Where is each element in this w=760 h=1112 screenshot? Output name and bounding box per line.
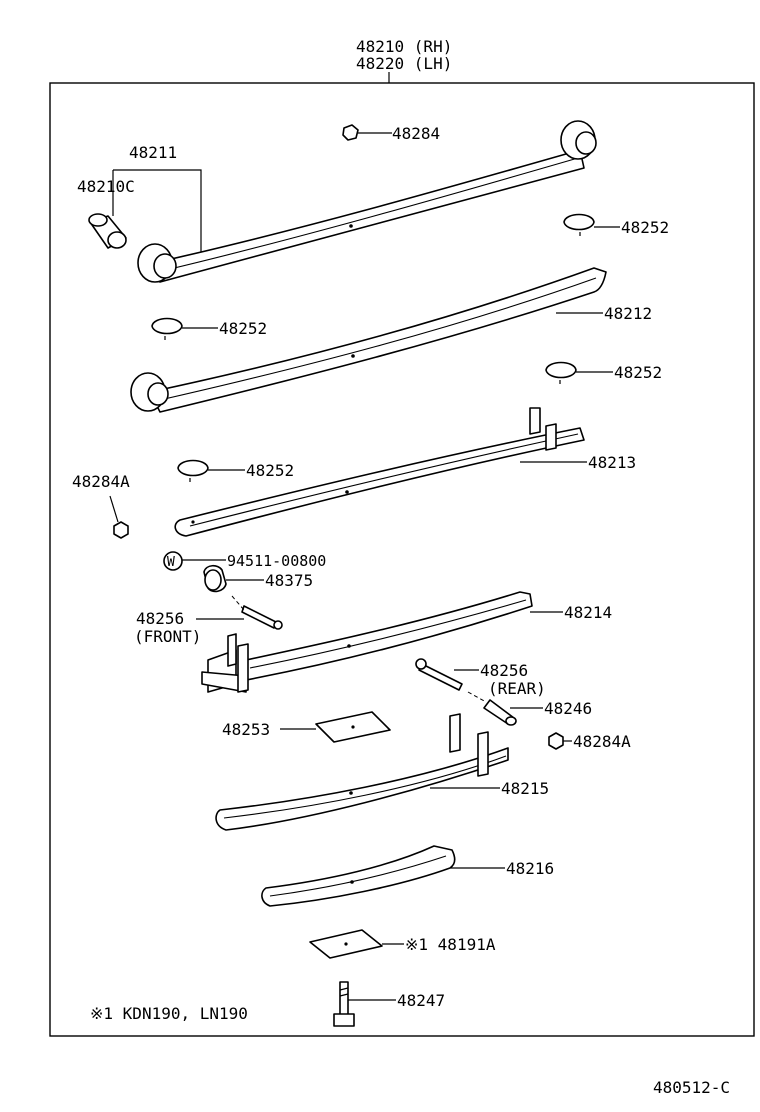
- plate-48253: [315, 711, 391, 743]
- bushing-48375: [203, 564, 227, 593]
- label-48214: 48214: [564, 603, 612, 622]
- assembly-frame: [49, 82, 755, 1037]
- label-48246: 48246: [544, 699, 592, 718]
- label-48212: 48212: [604, 304, 652, 323]
- diagram-code: 480512-C: [653, 1078, 730, 1097]
- leaf-48213: [174, 407, 585, 537]
- label-rear-note: (REAR): [488, 679, 546, 698]
- washer-mark: W: [167, 555, 175, 570]
- center-bolt-48247: [333, 981, 355, 1027]
- bolt-48256-rear: [415, 658, 463, 691]
- assembly-part-lh-label: 48220 (LH): [356, 54, 452, 73]
- label-48247: 48247: [397, 991, 445, 1010]
- label-front-note: (FRONT): [134, 627, 201, 646]
- clip-pad-48252-d: [177, 459, 209, 482]
- leaf-48212: [130, 267, 607, 413]
- label-48252-a: 48252: [621, 218, 669, 237]
- label-48375: 48375: [265, 571, 313, 590]
- assembly-dash-front: [231, 595, 245, 611]
- label-48252-d: 48252: [246, 461, 294, 480]
- clip-pad-48252-c: [545, 361, 577, 384]
- label-48210c: 48210C: [77, 177, 135, 196]
- label-48252-c: 48252: [614, 363, 662, 382]
- assembly-dash-rear: [467, 691, 487, 703]
- assembly-part-rh-label: 48210 (RH): [356, 37, 452, 56]
- label-48284a-right: 48284A: [573, 732, 631, 751]
- nut-48284: [342, 124, 359, 141]
- washer-94511-00800: W: [163, 551, 183, 571]
- label-48215: 48215: [501, 779, 549, 798]
- label-48256-front: 48256: [136, 609, 184, 628]
- leaf-48216: [261, 845, 456, 907]
- bushing-48210c: [88, 213, 127, 249]
- leaf-48215: [215, 713, 509, 831]
- label-48252-b: 48252: [219, 319, 267, 338]
- label-94511-00800: 94511-00800: [227, 552, 326, 570]
- label-48191a: ※1 48191A: [405, 935, 496, 954]
- label-48284a-left: 48284A: [72, 472, 130, 491]
- bolt-48256-front: [241, 605, 283, 630]
- label-48253: 48253: [222, 720, 270, 739]
- leader-48284a-left: [109, 495, 119, 523]
- clip-pad-48252-a: [563, 213, 595, 236]
- clip-pad-48252-b: [151, 317, 183, 340]
- label-48284: 48284: [392, 124, 440, 143]
- main-leaf-48211: [137, 120, 597, 283]
- nut-48284a-left: [113, 521, 129, 539]
- leader-48211: [113, 169, 202, 252]
- leaf-48214: [201, 591, 533, 693]
- label-48216: 48216: [506, 859, 554, 878]
- pin-48246: [483, 699, 517, 726]
- label-48211: 48211: [129, 143, 177, 162]
- applicability-footnote: ※1 KDN190, LN190: [90, 1004, 248, 1023]
- plate-48191a: [309, 929, 383, 959]
- label-48256-rear: 48256: [480, 661, 528, 680]
- nut-48284a-right: [548, 732, 564, 750]
- label-48213: 48213: [588, 453, 636, 472]
